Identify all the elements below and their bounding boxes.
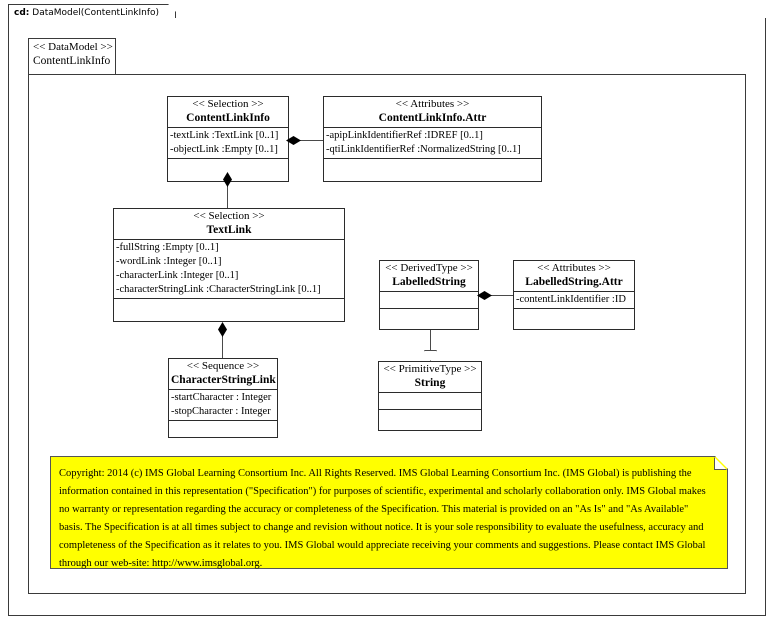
connector-clinfo-to-textlink: [227, 182, 228, 208]
class-attributes-labelled-string-attr: -contentLinkIdentifier :ID: [514, 292, 634, 309]
class-box-string[interactable]: << PrimitiveType >> String: [378, 361, 482, 431]
connector-labelledstring-to-attr: [479, 295, 513, 296]
class-box-labelled-string[interactable]: << DerivedType >> LabelledString: [379, 260, 479, 330]
class-header-content-link-info-attr: << Attributes >> ContentLinkInfo.Attr: [324, 97, 541, 128]
class-stereotype: << Sequence >>: [186, 360, 260, 372]
attribute-row: -fullString :Empty [0..1]: [116, 242, 219, 253]
class-box-character-string-link[interactable]: << Sequence >> CharacterStringLink -star…: [168, 358, 278, 438]
attribute-row: -wordLink :Integer [0..1]: [116, 256, 222, 267]
diagram-tab-title: DataModel(ContentLinkInfo): [32, 8, 160, 18]
class-operations-content-link-info: [168, 159, 288, 175]
attribute-row: -contentLinkIdentifier :ID: [516, 294, 626, 305]
class-stereotype: << Attributes >>: [395, 98, 470, 110]
class-header-character-string-link: << Sequence >> CharacterStringLink: [169, 359, 277, 390]
class-stereotype: << Selection >>: [193, 210, 265, 222]
composition-diamond-clinfo-attr: [286, 136, 301, 145]
class-operations-content-link-info-attr: [324, 159, 541, 175]
class-name: String: [414, 377, 446, 389]
connector-clinfo-to-clinfoattr: [288, 140, 323, 141]
connector-textlink-to-charstringlink: [222, 330, 223, 358]
class-header-content-link-info: << Selection >> ContentLinkInfo: [168, 97, 288, 128]
attribute-row: -startCharacter : Integer: [171, 392, 272, 403]
attribute-row: -qtiLinkIdentifierRef :NormalizedString …: [326, 144, 521, 155]
copyright-note-text: Copyright: 2014 (c) IMS Global Learning …: [59, 468, 706, 569]
class-stereotype: << Selection >>: [192, 98, 264, 110]
class-attributes-content-link-info-attr: -apipLinkIdentifierRef :IDREF [0..1] -qt…: [324, 128, 541, 159]
class-attributes-content-link-info: -textLink :TextLink [0..1] -objectLink :…: [168, 128, 288, 159]
class-operations-labelled-string: [380, 309, 478, 325]
copyright-note: Copyright: 2014 (c) IMS Global Learning …: [50, 456, 728, 569]
class-stereotype: << Attributes >>: [537, 262, 611, 274]
attribute-row: -apipLinkIdentifierRef :IDREF [0..1]: [326, 130, 483, 141]
composition-diamond-clinfo-textlink: [223, 172, 232, 187]
attribute-row: -textLink :TextLink [0..1]: [170, 130, 279, 141]
class-name: LabelledString.Attr: [525, 276, 623, 288]
class-header-labelled-string-attr: << Attributes >> LabelledString.Attr: [514, 261, 634, 292]
class-attributes-character-string-link: -startCharacter : Integer -stopCharacter…: [169, 390, 277, 421]
class-box-content-link-info-attr[interactable]: << Attributes >> ContentLinkInfo.Attr -a…: [323, 96, 542, 182]
attribute-row: -objectLink :Empty [0..1]: [170, 144, 278, 155]
class-attributes-text-link: -fullString :Empty [0..1] -wordLink :Int…: [114, 240, 344, 299]
class-header-text-link: << Selection >> TextLink: [114, 209, 344, 240]
diagram-tab-prefix: cd:: [14, 8, 30, 18]
class-box-labelled-string-attr[interactable]: << Attributes >> LabelledString.Attr -co…: [513, 260, 635, 330]
class-attributes-string: [379, 393, 481, 410]
class-name: CharacterStringLink: [171, 374, 276, 386]
class-operations-text-link: [114, 299, 344, 315]
package-name-tab: << DataModel >> ContentLinkInfo: [28, 38, 116, 75]
attribute-row: -characterLink :Integer [0..1]: [116, 270, 239, 281]
class-name: ContentLinkInfo.Attr: [378, 112, 487, 124]
attribute-row: -characterStringLink :CharacterStringLin…: [116, 284, 321, 295]
class-box-text-link[interactable]: << Selection >> TextLink -fullString :Em…: [113, 208, 345, 322]
class-operations-labelled-string-attr: [514, 309, 634, 325]
class-name: ContentLinkInfo: [186, 112, 270, 124]
class-name: TextLink: [206, 224, 252, 236]
package-stereotype: << DataModel >>: [33, 41, 113, 53]
class-operations-string: [379, 410, 481, 426]
class-header-string: << PrimitiveType >> String: [379, 362, 481, 393]
class-name: LabelledString: [392, 276, 466, 288]
attribute-row: -stopCharacter : Integer: [171, 406, 271, 417]
package-name: ContentLinkInfo: [33, 55, 111, 67]
class-attributes-labelled-string: [380, 292, 478, 309]
composition-diamond-labelledstring-attr: [477, 291, 492, 300]
class-stereotype: << DerivedType >>: [385, 262, 473, 274]
class-header-labelled-string: << DerivedType >> LabelledString: [380, 261, 478, 292]
connector-labelledstring-to-string: [430, 330, 431, 352]
class-box-content-link-info[interactable]: << Selection >> ContentLinkInfo -textLin…: [167, 96, 289, 182]
class-stereotype: << PrimitiveType >>: [383, 363, 477, 375]
class-operations-character-string-link: [169, 421, 277, 437]
composition-diamond-textlink-charstringlink: [218, 322, 227, 337]
